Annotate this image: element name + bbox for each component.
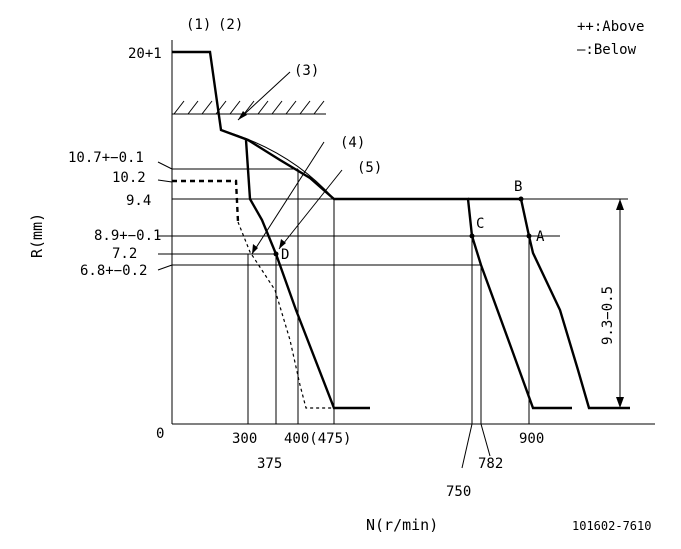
governor-curve-low-speed	[244, 139, 370, 410]
dashed-curve-tail	[237, 221, 334, 409]
x-label-782: 782	[478, 456, 503, 472]
reference-lines-horizontal	[172, 168, 628, 266]
reference-lines-vertical	[247, 169, 530, 424]
callout-3: (3)	[294, 63, 319, 79]
legend-above: ++:Above	[577, 19, 644, 35]
callout-5: (5)	[357, 160, 382, 176]
callout-4: (4)	[340, 135, 365, 151]
y-label-20: 20+1	[128, 46, 162, 62]
y-label-10-2: 10.2	[112, 170, 146, 186]
point-c: C	[476, 216, 484, 232]
x-label-300: 300	[232, 431, 257, 447]
marker-points	[273, 196, 532, 257]
point-a: A	[536, 229, 545, 245]
figure-id: 101602-7610	[572, 519, 651, 533]
y-label-8-9: 8.9+−0.1	[94, 228, 161, 244]
y-label-6-8: 6.8+−0.2	[80, 263, 147, 279]
legend-below: —:Below	[577, 42, 637, 58]
governor-curve-high-speed	[468, 197, 630, 410]
x-label-400: 400(475)	[284, 431, 351, 447]
dimension-label: 9.3−0.5	[600, 286, 616, 345]
y-label-7-2: 7.2	[112, 246, 137, 262]
callout-2: (2)	[218, 17, 243, 33]
x-label-375: 375	[257, 456, 282, 472]
y-label-leaders	[157, 161, 173, 271]
governor-curve-droop	[220, 129, 335, 200]
governor-curve-main	[172, 50, 572, 410]
y-label-zero: 0	[156, 426, 164, 442]
x-label-750: 750	[446, 484, 471, 500]
y-axis-title: R(mm)	[28, 213, 46, 258]
x-axis-title: N(r/min)	[366, 516, 438, 534]
point-b: B	[514, 179, 522, 195]
y-label-10-7: 10.7+−0.1	[68, 150, 144, 166]
stop-hatch	[172, 100, 326, 115]
dimension-arrow	[616, 199, 624, 408]
callout-leaders	[237, 71, 491, 469]
x-label-900: 900	[519, 431, 544, 447]
y-label-9-4: 9.4	[126, 193, 151, 209]
callout-1: (1)	[186, 17, 211, 33]
dashed-curve-below	[172, 179, 240, 223]
point-d: D	[281, 247, 289, 263]
